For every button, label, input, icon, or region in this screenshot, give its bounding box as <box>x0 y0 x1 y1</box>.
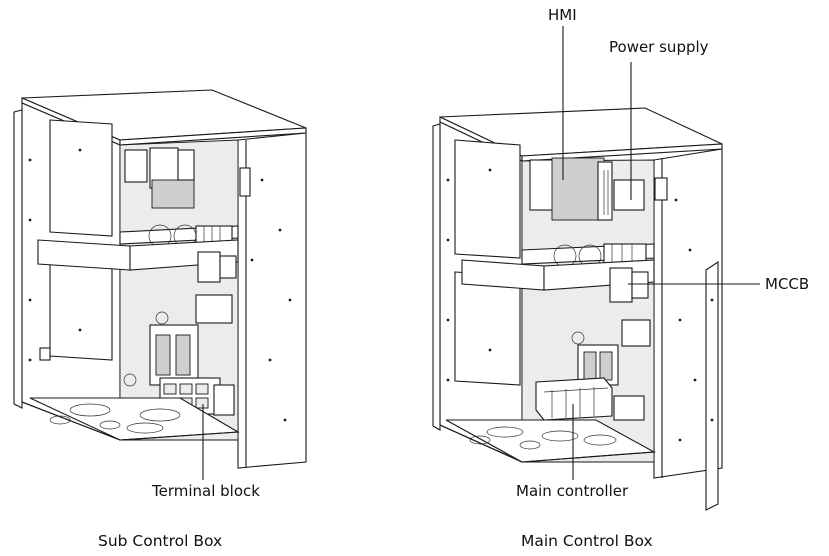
terminal-block-label: Terminal block <box>152 482 260 500</box>
hmi-unit <box>551 157 605 221</box>
main-control-box-drawing <box>432 26 760 511</box>
sub-control-box-drawing <box>13 89 307 480</box>
main-controller-unit <box>535 377 613 421</box>
mccb-unit <box>609 267 633 303</box>
hmi-label: HMI <box>548 6 577 24</box>
power-supply-unit <box>613 179 645 211</box>
mccb-label: MCCB <box>765 275 810 293</box>
sub-control-box-caption: Sub Control Box <box>98 532 223 550</box>
power-supply-label: Power supply <box>609 38 709 56</box>
main-control-box-caption: Main Control Box <box>521 532 653 550</box>
main-controller-label: Main controller <box>516 482 629 500</box>
